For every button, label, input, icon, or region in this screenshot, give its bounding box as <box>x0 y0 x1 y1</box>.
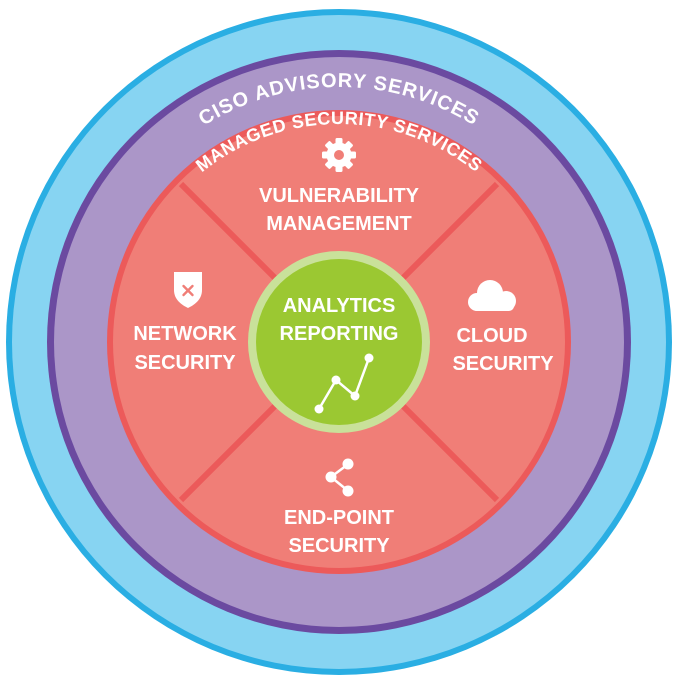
segment-top-label-line1: VULNERABILITY <box>259 185 420 207</box>
gear-icon <box>322 138 356 172</box>
divider-bottom-right <box>395 398 500 503</box>
segment-right-label-line2: SECURITY <box>452 353 554 375</box>
cloud-icon <box>468 280 516 311</box>
divider-top-right <box>395 181 500 286</box>
core-circle <box>256 259 422 425</box>
share-icon <box>325 458 354 497</box>
segment-right-label-line1: CLOUD <box>456 325 527 347</box>
divider-bottom-left <box>178 398 283 503</box>
divider-top-left <box>178 181 283 286</box>
segment-bottom-label-line2: SECURITY <box>288 535 390 557</box>
core-label-line1: ANALYTICS <box>283 295 396 317</box>
segment-bottom-label-line1: END-POINT <box>284 507 394 529</box>
segment-left-label-line1: NETWORK <box>133 323 237 345</box>
segment-dividers <box>178 181 500 503</box>
segment-left-label-line2: SECURITY <box>134 352 236 374</box>
line-chart-icon <box>314 353 374 414</box>
segment-top-label-line2: MANAGEMENT <box>266 213 412 235</box>
shield-icon <box>174 272 202 308</box>
core-label-line2: REPORTING <box>280 323 399 345</box>
